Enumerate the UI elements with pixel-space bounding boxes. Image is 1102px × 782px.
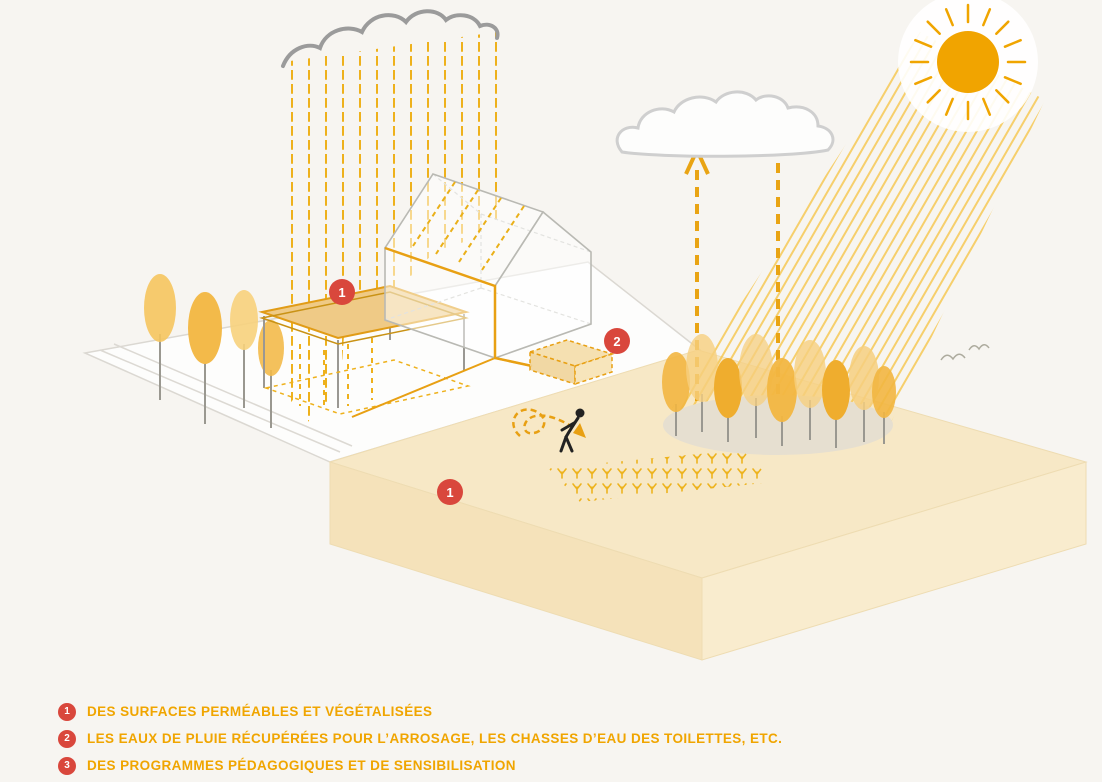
canopy-ground-projection [263, 359, 471, 415]
evaporation-cloud [615, 90, 835, 158]
hose [512, 408, 575, 437]
crop-field [548, 450, 774, 502]
canopy-infiltration-dashes [299, 338, 373, 410]
trees-right [662, 334, 896, 455]
legend-item-rainwater-reuse: 2 LES EAUX DE PLUIE RÉCUPÉRÉES POUR L’AR… [58, 725, 782, 752]
roof-rain-dashes [412, 181, 525, 271]
trees-left [144, 274, 284, 428]
legend-badge-3: 3 [58, 756, 76, 775]
legend: 1 DES SURFACES PERMÉABLES ET VÉGÉTALISÉE… [58, 698, 782, 779]
marker-pergola-surface: 1 [329, 279, 355, 305]
legend-item-permeable-surfaces: 1 DES SURFACES PERMÉABLES ET VÉGÉTALISÉE… [58, 698, 782, 725]
legend-badge-2: 2 [58, 729, 76, 748]
gardener [512, 408, 586, 453]
legend-badge-1: 1 [58, 702, 76, 721]
legend-label-3: DES PROGRAMMES PÉDAGOGIQUES ET DE SENSIB… [87, 758, 516, 773]
birds [940, 344, 990, 361]
marker-tank-number: 2 [613, 334, 620, 349]
rainwater-tank [527, 339, 615, 386]
legend-item-education-programs: 3 DES PROGRAMMES PÉDAGOGIQUES ET DE SENS… [58, 752, 782, 779]
legend-label-2: LES EAUX DE PLUIE RÉCUPÉRÉES POUR L’ARRO… [87, 731, 783, 746]
sun-core [937, 31, 999, 93]
rain-cloud [281, 9, 500, 68]
sun-beam [672, 32, 1045, 435]
marker-rainwater-tank: 2 [604, 328, 630, 354]
marker-pergola-number: 1 [338, 285, 345, 300]
house-visible-edges [383, 173, 592, 360]
legend-label-1: DES SURFACES PERMÉABLES ET VÉGÉTALISÉES [87, 704, 433, 719]
marker-ground-number: 1 [446, 485, 453, 500]
gutter-downspout [384, 246, 533, 368]
marker-permeable-ground: 1 [437, 479, 463, 505]
hose-arrowhead [573, 423, 586, 438]
house [383, 173, 592, 368]
sun [898, 0, 1038, 132]
